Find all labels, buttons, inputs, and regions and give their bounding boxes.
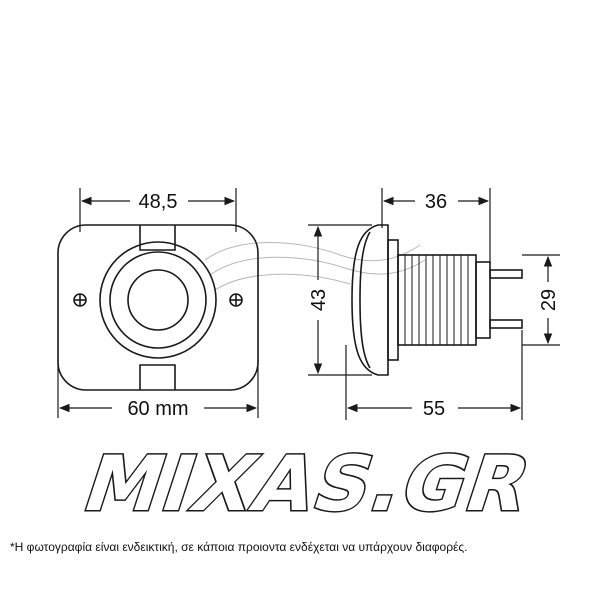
dim-front-outer-label: 60 mm: [127, 398, 188, 420]
socket-inner-ring: [127, 269, 189, 331]
rear-cap: [475, 261, 491, 339]
dim-front-width-label: 48,5: [139, 191, 178, 213]
socket-outer-ring: [99, 241, 217, 359]
dim-side-height-label: 29: [538, 289, 560, 311]
socket-cap-top: [139, 225, 176, 251]
terminal-top: [489, 269, 523, 279]
dim-flange-height-label: 43: [308, 289, 330, 311]
disclaimer-footnote: *Η φωτογραφία είναι ενδεικτική, σε κάποι…: [10, 540, 468, 554]
watermark-logo: MIXAS.GR: [73, 441, 543, 529]
dimension-side-height: [522, 254, 560, 346]
dimension-front-outer: [57, 360, 259, 418]
front-view: [57, 224, 259, 391]
dimension-front-width: [79, 188, 237, 232]
dimension-side-top: [381, 188, 491, 262]
background-swoosh: [204, 242, 426, 291]
dimension-flange-height: [308, 224, 372, 376]
socket-mid-ring: [109, 251, 207, 349]
side-flange: [351, 224, 389, 376]
dim-side-top-label: 36: [425, 191, 447, 213]
socket-cap-bottom: [139, 364, 176, 390]
front-plate: [57, 224, 259, 391]
side-view: [351, 224, 523, 376]
dim-side-bottom-label: 55: [423, 398, 445, 420]
terminal-bottom: [489, 319, 523, 329]
